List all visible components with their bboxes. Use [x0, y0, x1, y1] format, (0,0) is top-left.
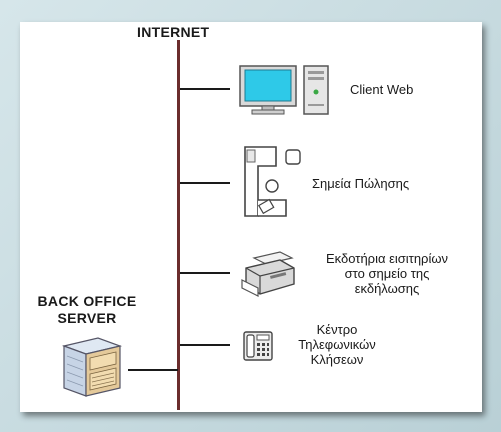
- branch-ticket-printers: [180, 272, 230, 274]
- call-center-label-line-3: Κλήσεων: [310, 352, 364, 367]
- internet-title: INTERNET: [137, 24, 210, 40]
- back-office-server-label-line-1: BACK OFFICE: [37, 293, 137, 309]
- points-of-sale-label: Σημεία Πώλησης: [312, 176, 410, 191]
- client-web-label: Client Web: [350, 82, 414, 97]
- call-center-label: Κέντρο Τηλεφωνικών Κλήσεων: [282, 322, 392, 367]
- back-office-server-label-line-2: SERVER: [57, 310, 117, 326]
- telephone-icon: [243, 331, 273, 361]
- call-center-label-line-2: Τηλεφωνικών: [298, 337, 376, 352]
- server-tower-icon: [61, 337, 123, 397]
- back-office-server-label: BACK OFFICE SERVER: [32, 293, 142, 327]
- printer-icon: [241, 251, 295, 297]
- branch-call-center: [180, 344, 230, 346]
- desktop-computer-icon: [239, 65, 329, 115]
- branch-back-office-server: [128, 369, 178, 371]
- branch-points-of-sale: [180, 182, 230, 184]
- ticket-printers-label-line-1: Εκδοτήρια εισιτηρίων: [326, 251, 448, 266]
- branch-client-web: [180, 88, 230, 90]
- ticket-printers-label-line-2: στο σημείο της: [344, 266, 430, 281]
- call-center-label-line-1: Κέντρο: [316, 322, 358, 337]
- workstation-desk-icon: [244, 146, 301, 217]
- ticket-printers-label: Εκδοτήρια εισιτηρίων στο σημείο της εκδή…: [302, 251, 472, 296]
- internet-backbone-line: [177, 40, 180, 410]
- ticket-printers-label-line-3: εκδήλωσης: [354, 281, 420, 296]
